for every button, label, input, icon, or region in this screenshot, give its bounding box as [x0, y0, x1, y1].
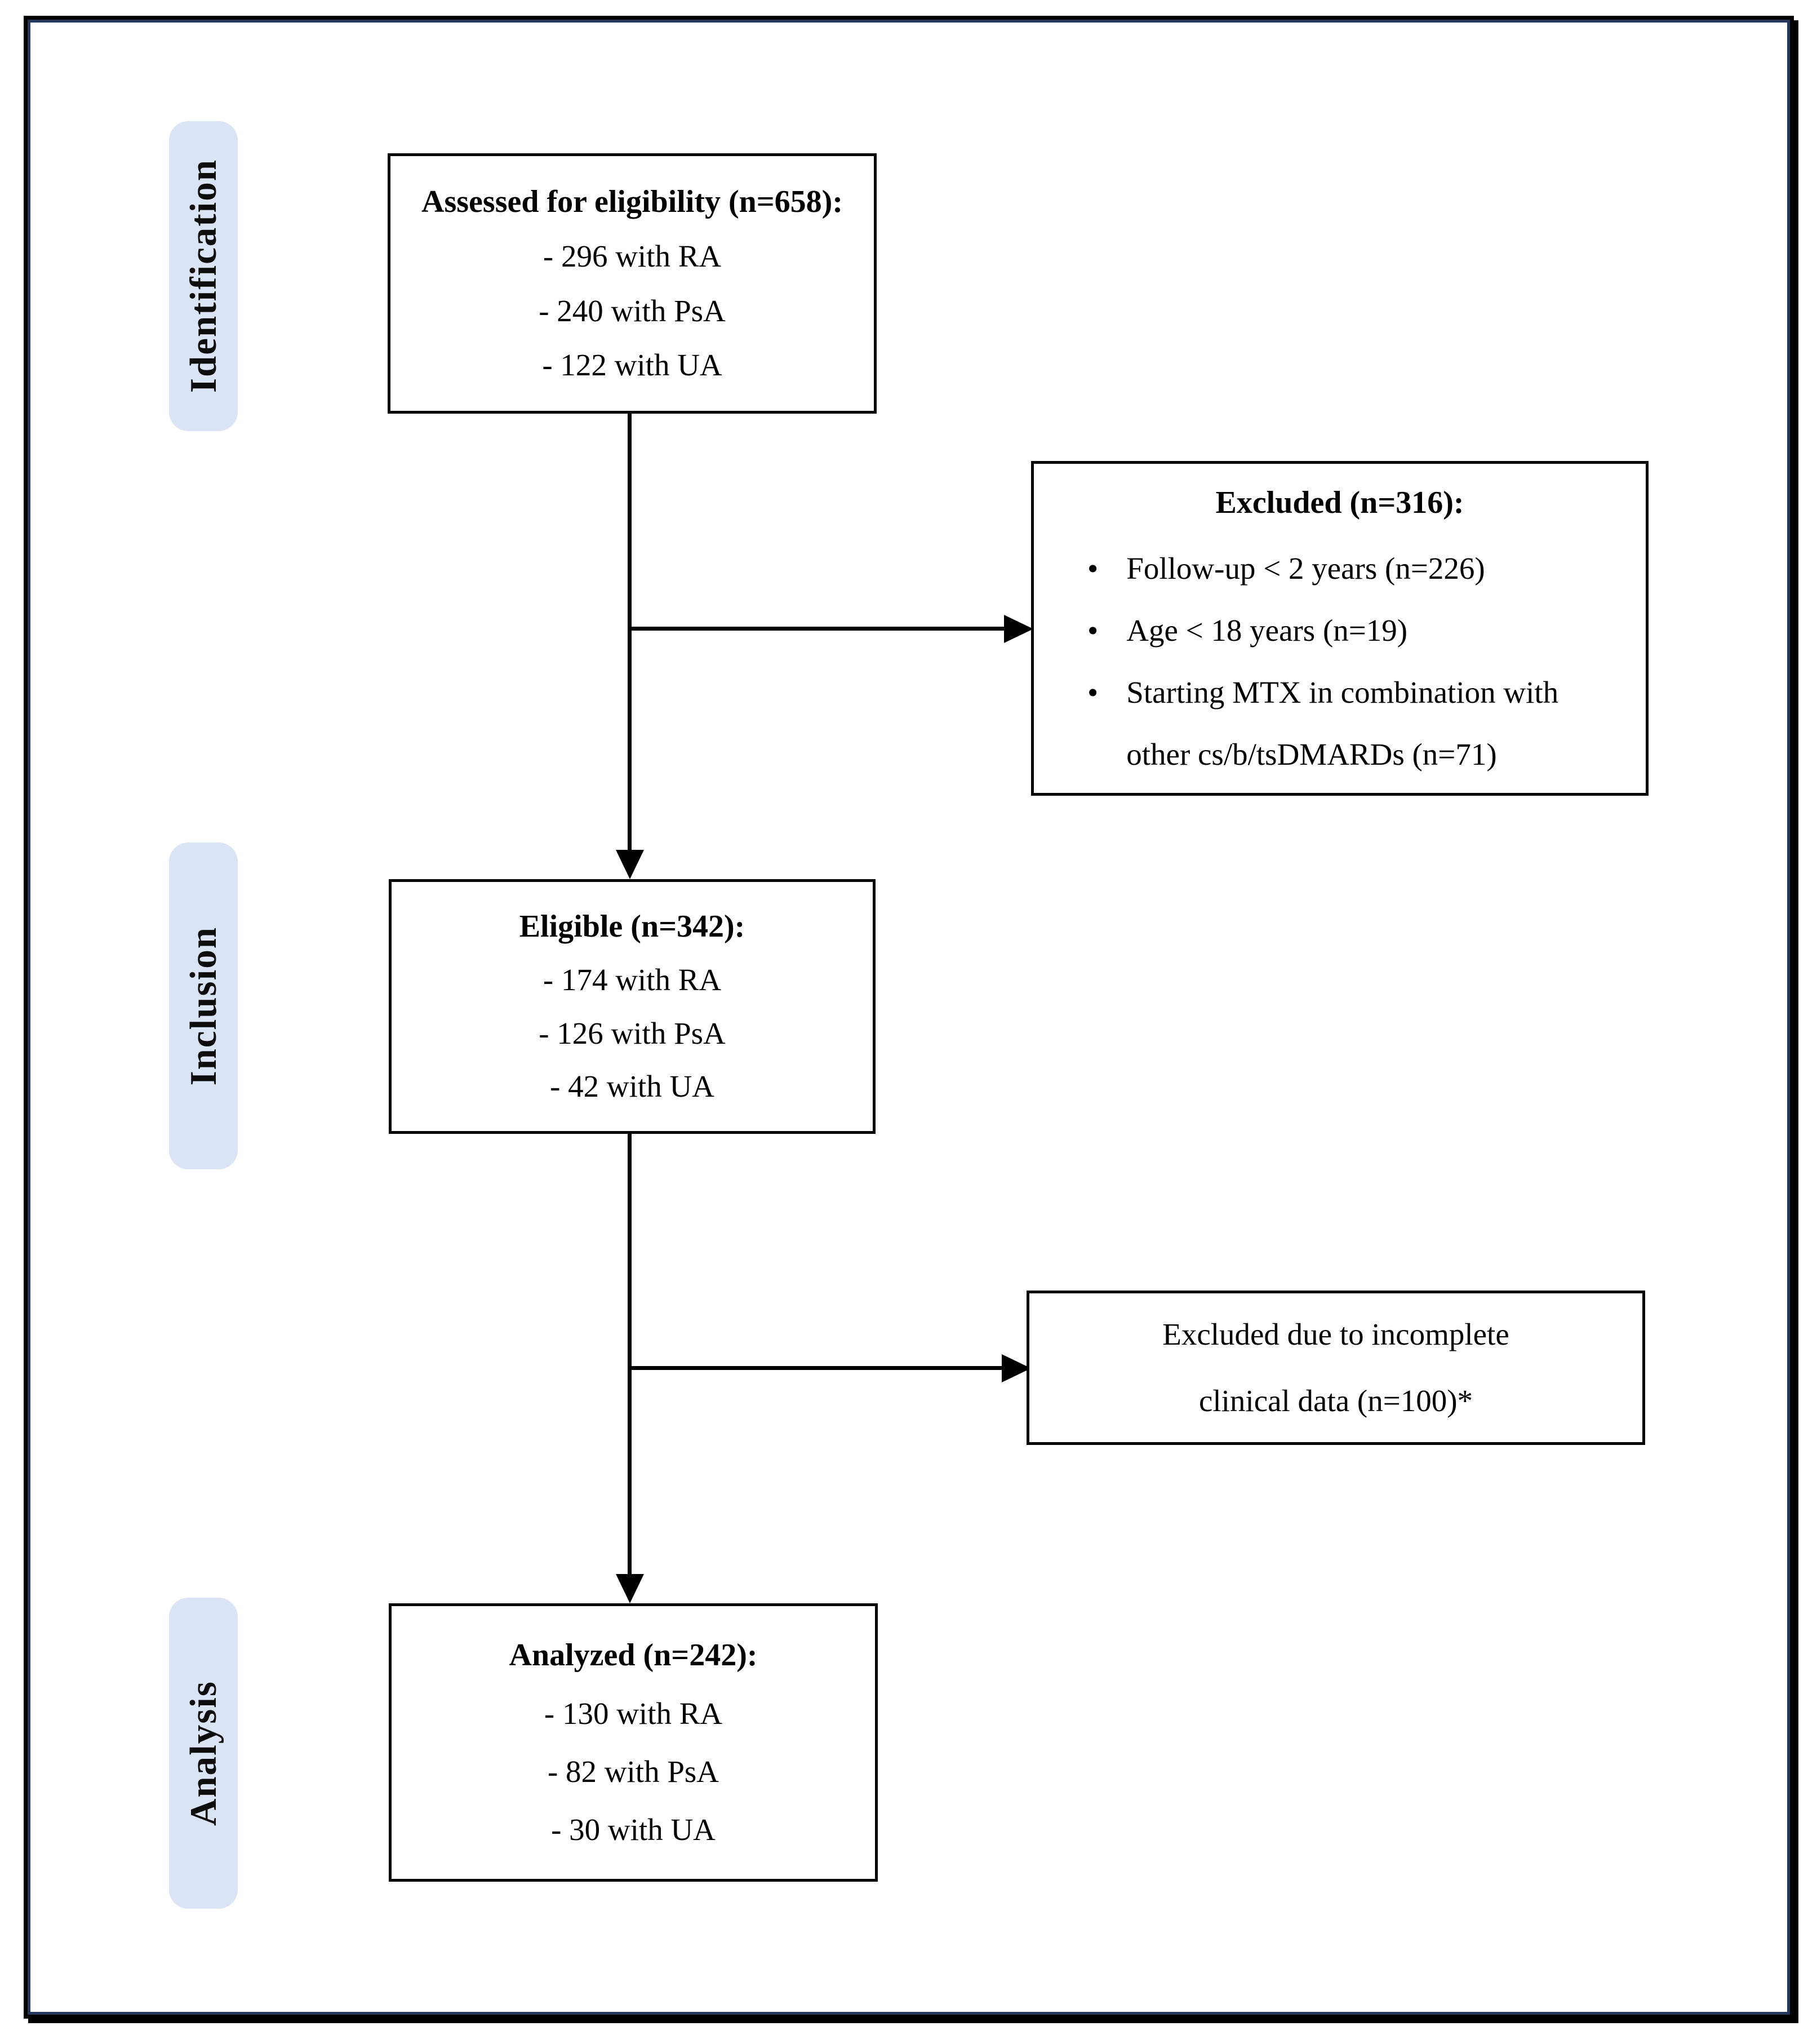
- connector-eligible-to-analyzed: [628, 1134, 632, 1579]
- box-analyzed: Analyzed (n=242): - 130 with RA - 82 wit…: [389, 1603, 878, 1882]
- diagram-outer-frame: [24, 16, 1794, 2019]
- arrowhead-down-analyzed-icon: [616, 1574, 644, 1603]
- excluded-initial-title: Excluded (n=316):: [1215, 485, 1464, 520]
- arrowhead-down-eligible-icon: [616, 850, 644, 879]
- excluded-initial-item-age-text: Age < 18 years (n=19): [1126, 613, 1408, 648]
- arrowhead-right-excluded-analysis-icon: [1002, 1354, 1031, 1382]
- stage-label-identification: Identification: [182, 159, 224, 393]
- box-eligible: Eligible (n=342): - 174 with RA - 126 wi…: [389, 879, 876, 1134]
- stage-label-inclusion: Inclusion: [182, 926, 224, 1086]
- eligible-item-ra: - 174 with RA: [543, 962, 722, 997]
- connector-assessed-to-eligible: [628, 414, 632, 854]
- connector-branch-to-excluded-initial: [629, 627, 1008, 631]
- diagram-inner-frame-line: [28, 20, 1790, 2015]
- assessed-item-psa: - 240 with PsA: [539, 293, 726, 328]
- box-excluded-incomplete-data: Excluded due to incomplete clinical data…: [1027, 1291, 1645, 1445]
- stage-label-analysis: Analysis: [182, 1680, 224, 1826]
- excluded-initial-item-followup: • Follow-up < 2 years (n=226): [1065, 538, 1615, 600]
- stage-band-identification: Identification: [169, 121, 238, 431]
- analyzed-title: Analyzed (n=242):: [509, 1638, 758, 1673]
- bullet-icon: •: [1087, 675, 1099, 710]
- connector-branch-to-excluded-analysis: [629, 1366, 1006, 1370]
- assessed-item-ra: - 296 with RA: [543, 238, 722, 273]
- box-assessed-for-eligibility: Assessed for eligibility (n=658): - 296 …: [388, 153, 877, 414]
- stage-band-analysis: Analysis: [169, 1598, 238, 1909]
- analyzed-item-ra: - 130 with RA: [544, 1696, 723, 1731]
- assessed-item-ua: - 122 with UA: [542, 348, 722, 383]
- eligible-item-psa: - 126 with PsA: [539, 1016, 726, 1050]
- analyzed-item-psa: - 82 with PsA: [547, 1754, 719, 1789]
- bullet-icon: •: [1087, 613, 1099, 648]
- analyzed-item-ua: - 30 with UA: [551, 1812, 716, 1847]
- assessed-title: Assessed for eligibility (n=658):: [421, 184, 843, 219]
- eligible-title: Eligible (n=342):: [519, 908, 745, 944]
- excluded-initial-item-mtx-combo: • Starting MTX in combination with other…: [1065, 662, 1615, 786]
- excluded-analysis-line1: Excluded due to incomplete: [1162, 1316, 1509, 1351]
- excluded-initial-list: • Follow-up < 2 years (n=226) • Age < 18…: [1065, 538, 1615, 786]
- stage-band-inclusion: Inclusion: [169, 843, 238, 1169]
- bullet-icon: •: [1087, 551, 1099, 586]
- arrowhead-right-excluded-initial-icon: [1004, 615, 1033, 643]
- box-excluded-initial: Excluded (n=316): • Follow-up < 2 years …: [1031, 461, 1649, 796]
- excluded-analysis-line2: clinical data (n=100)*: [1198, 1384, 1473, 1418]
- eligible-item-ua: - 42 with UA: [550, 1069, 714, 1104]
- excluded-initial-item-mtx-combo-text: Starting MTX in combination with other c…: [1126, 675, 1559, 772]
- excluded-initial-item-followup-text: Follow-up < 2 years (n=226): [1126, 551, 1485, 586]
- excluded-initial-item-age: • Age < 18 years (n=19): [1065, 600, 1615, 662]
